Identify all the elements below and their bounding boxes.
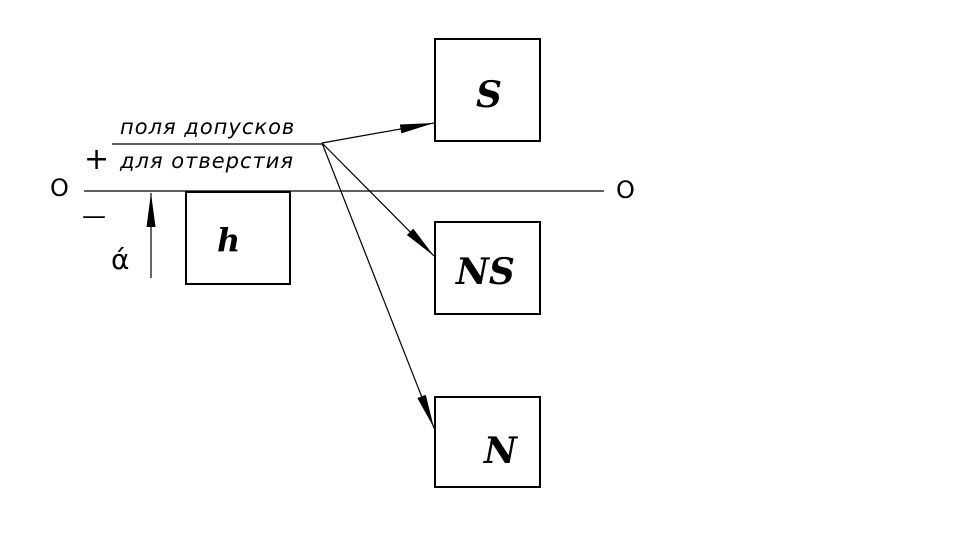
note-line-for-hole: для отверстия xyxy=(120,149,295,173)
box-ns-label: NS xyxy=(456,251,515,293)
box-s-label: S xyxy=(476,74,502,116)
note-line-tolerance-fields: поля допусков xyxy=(120,115,296,139)
box-n-label: N xyxy=(484,430,517,472)
box-h: h xyxy=(185,191,291,285)
leader-arrow-to-s xyxy=(321,122,435,144)
leader-arrow-to-ns xyxy=(321,142,435,257)
box-s: S xyxy=(434,38,541,142)
box-n: N xyxy=(434,396,541,488)
box-ns: NS xyxy=(434,221,541,315)
deviation-label: ά xyxy=(111,243,130,276)
zero-line-left-label: O xyxy=(50,174,69,202)
zero-line-right-label: O xyxy=(616,176,635,204)
box-h-label: h xyxy=(217,221,241,259)
leader-arrow-to-n xyxy=(321,142,435,429)
plus-sign: + xyxy=(84,142,110,177)
minus-sign: — xyxy=(82,202,106,230)
